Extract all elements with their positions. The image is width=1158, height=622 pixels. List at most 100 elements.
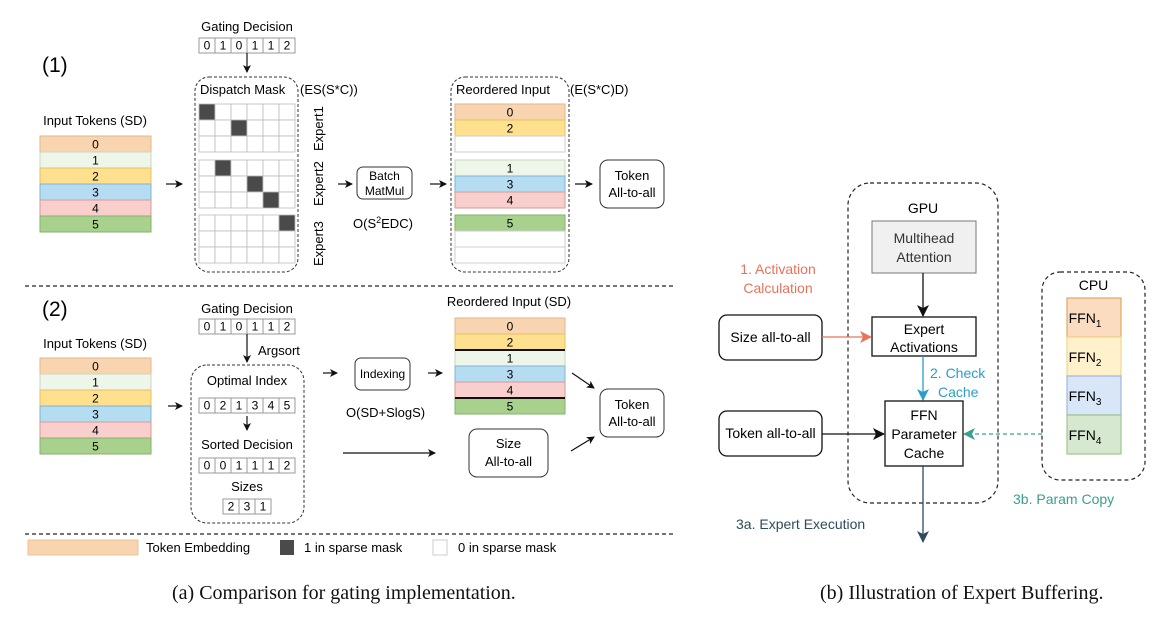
token-index: 1 — [92, 154, 99, 168]
mask-cell-off — [278, 103, 296, 121]
token-index: 1 — [507, 352, 514, 366]
array-value: 0 — [204, 399, 211, 413]
expert-label: Expert3 — [311, 221, 326, 266]
token-all-to-all-box — [599, 159, 665, 209]
gpu-box — [847, 182, 999, 504]
expert-label: Expert1 — [311, 106, 326, 151]
token-all-to-all-box — [599, 388, 665, 438]
ffn-cache-label: Parameter — [891, 426, 957, 442]
legend-mask-one-swatch — [280, 540, 294, 555]
expert-activations-box — [871, 316, 977, 357]
mask-cell-off — [198, 230, 216, 248]
mask-cell-off — [278, 135, 296, 153]
token-index: 4 — [507, 384, 514, 398]
token-index: 3 — [507, 368, 514, 382]
gating-decision-title: Gating Decision — [201, 301, 293, 316]
dispatch-mask-grid — [198, 103, 296, 264]
token-index: 5 — [507, 400, 514, 414]
empty-slot — [454, 135, 566, 153]
complexity-2: O(SD+SlogS) — [346, 405, 425, 420]
mask-cell-off — [230, 159, 248, 177]
token-index: 0 — [92, 138, 99, 152]
cpu-ffn-block — [1066, 297, 1122, 338]
expert-activations-label: Activations — [890, 339, 958, 355]
array-cell — [254, 498, 272, 515]
expert-buffering-diagram: GPU Multihead Attention Expert Activatio… — [718, 182, 1146, 543]
complexity-1: O(S2EDC) — [353, 215, 413, 231]
mask-cell-off — [230, 135, 248, 153]
array-value: 5 — [284, 399, 291, 413]
step1-label: Calculation — [743, 280, 812, 296]
input-tokens-title: Input Tokens (SD) — [43, 336, 147, 351]
reordered-input-box — [450, 76, 570, 273]
mask-cell-off — [262, 135, 280, 153]
array-value: 1 — [220, 39, 227, 53]
gating-decision-title: Gating Decision — [201, 19, 293, 34]
reordered-input-dims: (E(S*C)D) — [570, 82, 629, 97]
array-value: 0 — [220, 459, 227, 473]
mask-cell-off — [246, 230, 264, 248]
array-value: 1 — [252, 39, 259, 53]
legend-token-swatch — [27, 539, 139, 556]
arrow-size-to-token-alltoall — [570, 436, 595, 452]
cpu-ffn-label: FFN1 — [1069, 310, 1102, 330]
mask-cell-off — [278, 246, 296, 264]
cpu-ffn-label: FFN4 — [1069, 427, 1102, 447]
sorting-box — [190, 364, 305, 524]
array-value: 2 — [284, 459, 291, 473]
step3a-label: 3a. Expert Execution — [736, 516, 865, 532]
mask-cell-off — [246, 191, 264, 209]
token-row — [39, 215, 152, 233]
multihead-attention-label: Multihead — [894, 230, 955, 246]
mask-cell-on — [246, 175, 264, 193]
array-cell — [278, 397, 296, 414]
mask-cell-off — [198, 135, 216, 153]
sorted-decision-title: Sorted Decision — [201, 437, 293, 452]
multihead-attention-label: Attention — [896, 249, 951, 265]
array-value: 1 — [260, 500, 267, 514]
mask-cell-on — [262, 191, 280, 209]
cpu-ffn-block — [1066, 414, 1122, 455]
token-index: 0 — [507, 106, 514, 120]
expert-activations-label: Expert — [904, 321, 945, 337]
mask-cell-off — [198, 214, 216, 232]
array-cell — [278, 318, 296, 335]
mask-cell-off — [278, 230, 296, 248]
array-value: 4 — [268, 399, 275, 413]
mask-cell-off — [230, 191, 248, 209]
array-value: 0 — [236, 320, 243, 334]
cpu-ffn-label: FFN2 — [1069, 349, 1102, 369]
caption-a: (a) Comparison for gating implementation… — [172, 582, 516, 604]
token-index: 3 — [507, 178, 514, 192]
mask-cell-off — [214, 214, 232, 232]
mask-cell-off — [198, 246, 216, 264]
mask-cell-off — [262, 214, 280, 232]
mask-cell-off — [246, 246, 264, 264]
batch-matmul-label: MatMul — [365, 184, 404, 198]
multihead-attention-box — [871, 220, 977, 274]
array-value: 0 — [204, 459, 211, 473]
array-value: 0 — [204, 39, 211, 53]
mask-cell-off — [262, 175, 280, 193]
array-value: 3 — [244, 500, 251, 514]
array-cell — [278, 457, 296, 474]
mask-cell-off — [278, 119, 296, 137]
size-all-to-all-label: All-to-all — [485, 454, 532, 469]
token-index: 1 — [92, 376, 99, 390]
optimal-index-title: Optimal Index — [207, 373, 288, 388]
mask-cell-off — [262, 230, 280, 248]
size-all-to-all-label: Size all-to-all — [730, 329, 810, 345]
legend: Token Embedding 1 in sparse mask 0 in sp… — [27, 539, 557, 556]
mask-cell-off — [230, 214, 248, 232]
token-index: 3 — [92, 186, 99, 200]
expert-label: Expert2 — [311, 161, 326, 206]
argsort-label: Argsort — [258, 343, 300, 358]
mask-cell-off — [262, 119, 280, 137]
token-index: 5 — [92, 218, 99, 232]
